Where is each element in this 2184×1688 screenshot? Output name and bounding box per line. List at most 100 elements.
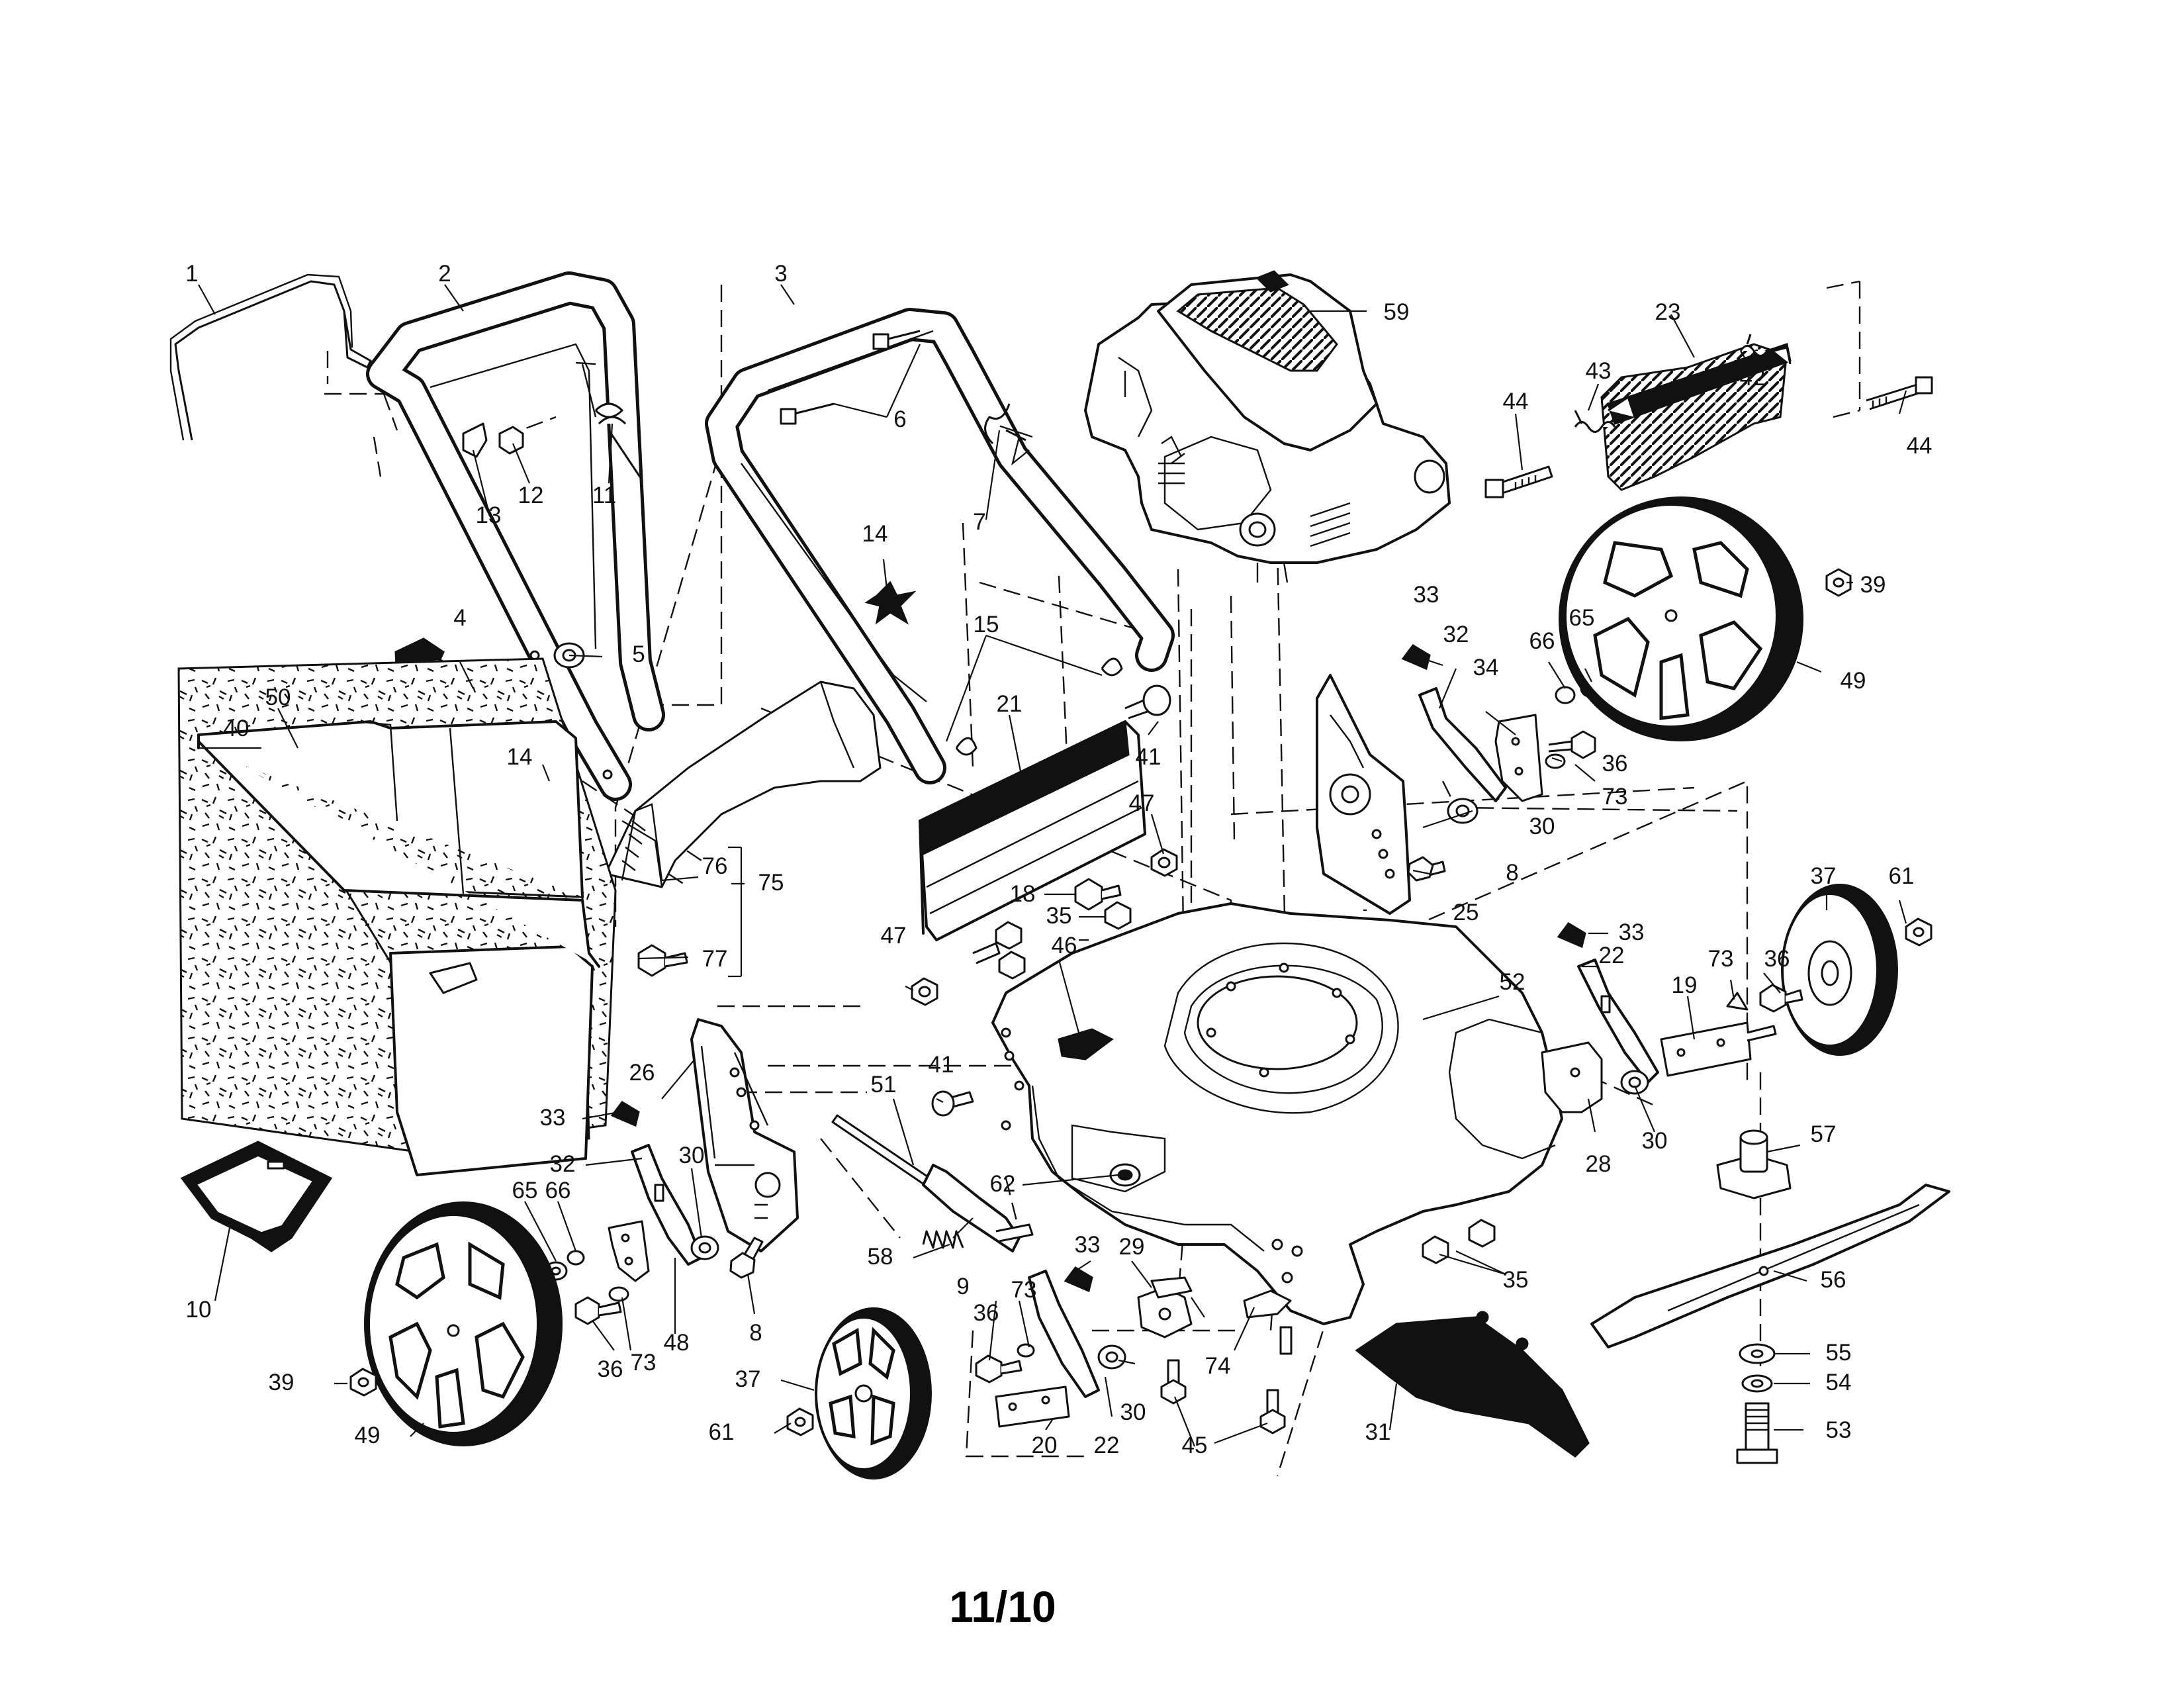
- callout: 23: [1655, 299, 1681, 325]
- callout: 53: [1826, 1417, 1852, 1443]
- callout: 73: [631, 1350, 657, 1376]
- callout: 49: [355, 1423, 381, 1448]
- callout: 39: [269, 1370, 295, 1395]
- callout: 9: [956, 1274, 969, 1299]
- callout: 31: [1365, 1419, 1391, 1445]
- front-axle-51: [831, 1114, 941, 1193]
- rear-wheel-right: [1559, 496, 1803, 741]
- callout: 55: [1826, 1340, 1852, 1366]
- callout: 57: [1811, 1121, 1837, 1147]
- axle-bracket-19: [1660, 1021, 1777, 1077]
- callout: 25: [1453, 900, 1479, 925]
- callout: 73: [1708, 946, 1734, 972]
- bag-frame: [197, 720, 600, 968]
- axle-bracket-9: [922, 1164, 1034, 1252]
- callout: 29: [1119, 1234, 1145, 1260]
- callout: 35: [1046, 903, 1072, 929]
- callout: 76: [702, 853, 728, 879]
- callout: 5: [632, 641, 645, 667]
- nuts-35a: [972, 901, 1132, 980]
- callout: 14: [507, 744, 533, 770]
- adjuster-lever-front-left: [1028, 1266, 1100, 1398]
- callout: 22: [1094, 1432, 1120, 1458]
- callout: 74: [1205, 1353, 1231, 1379]
- handle-bolts: [780, 330, 921, 425]
- deck-plug-62: [1109, 1163, 1141, 1187]
- shoulder-bolt-41b: [931, 1090, 974, 1117]
- mower-deck: [991, 902, 1563, 1325]
- callout: 26: [629, 1060, 655, 1086]
- hinge-rod-44b: [1866, 376, 1933, 410]
- callout: 47: [881, 923, 907, 949]
- callout: 61: [709, 1419, 735, 1445]
- hub-nut-61b: [786, 1407, 814, 1436]
- callout: 44: [1503, 389, 1529, 414]
- callout: 8: [749, 1320, 762, 1346]
- callout: 33: [540, 1105, 566, 1131]
- callout: 12: [518, 483, 544, 508]
- callout: 37: [1811, 863, 1837, 889]
- height-adjuster-right: [1316, 674, 1411, 915]
- callout: 4: [453, 605, 466, 631]
- adjuster-lever-left: [610, 1101, 703, 1266]
- spacer-30d: [1097, 1344, 1126, 1370]
- callout: 51: [871, 1072, 897, 1098]
- callout: 49: [1841, 668, 1866, 694]
- washer-73b: [1726, 992, 1749, 1011]
- callout: 62: [990, 1171, 1016, 1197]
- callout: 50: [265, 684, 291, 710]
- upper-handle: [366, 271, 665, 801]
- shoulder-bolt-41a: [1124, 684, 1171, 720]
- callout: 73: [1011, 1277, 1037, 1303]
- callout: 54: [1826, 1370, 1852, 1395]
- washer-55: [1739, 1343, 1776, 1364]
- callout: 66: [1529, 628, 1555, 654]
- callout: 46: [1052, 933, 1077, 959]
- callout: 28: [1586, 1151, 1612, 1177]
- cable-tie-7: [984, 403, 1026, 445]
- callout: 41: [1136, 744, 1161, 770]
- callout: 44: [1907, 433, 1933, 459]
- callouts: 1 2 3 59 23 43 42 44 44 6 13 12 11 7 14 …: [185, 261, 1932, 1458]
- callout: 77: [702, 946, 728, 972]
- callout: 66: [545, 1178, 571, 1203]
- callout: 45: [1182, 1432, 1208, 1458]
- height-adjuster-left: [690, 1018, 799, 1252]
- pivot-bracket-28: [1541, 1041, 1603, 1113]
- callout: 13: [476, 502, 502, 528]
- callout: 56: [1821, 1267, 1846, 1293]
- callout: 30: [1120, 1399, 1146, 1425]
- callout: 30: [1529, 814, 1555, 839]
- nuts-35b: [1422, 1219, 1496, 1264]
- callout: 34: [1473, 655, 1499, 680]
- callout: 10: [186, 1297, 212, 1323]
- callout: 19: [1672, 972, 1698, 998]
- leader-lines: [198, 284, 1907, 1447]
- cable-ties-15: [955, 657, 1123, 756]
- callout: 59: [1384, 299, 1410, 325]
- rear-door: [604, 680, 882, 888]
- spacer-30b: [690, 1235, 719, 1260]
- blade-bolt-53: [1736, 1402, 1778, 1464]
- callout: 15: [974, 612, 999, 637]
- adjuster-bracket-34: [1494, 714, 1543, 802]
- callout: 73: [1602, 784, 1628, 810]
- bolt-36d: [975, 1354, 1023, 1383]
- callout: 41: [929, 1052, 954, 1078]
- wing-knob-upper: [864, 581, 917, 625]
- callout: 42: [1740, 365, 1766, 391]
- callout: 47: [1129, 790, 1155, 816]
- hinge-rod-44a: [1484, 465, 1553, 498]
- spacers-74: [1150, 1276, 1292, 1319]
- callout: 1: [185, 261, 198, 287]
- callout: 65: [512, 1178, 538, 1203]
- rear-wheel-left: [364, 1201, 563, 1446]
- washer-54: [1741, 1374, 1773, 1393]
- callout: 61: [1889, 863, 1915, 889]
- control-spring: [575, 361, 643, 481]
- callout: 37: [735, 1366, 761, 1392]
- adjuster-lever-front-right: [1557, 922, 1659, 1084]
- callout: 36: [598, 1356, 623, 1382]
- washer-66b: [567, 1250, 585, 1266]
